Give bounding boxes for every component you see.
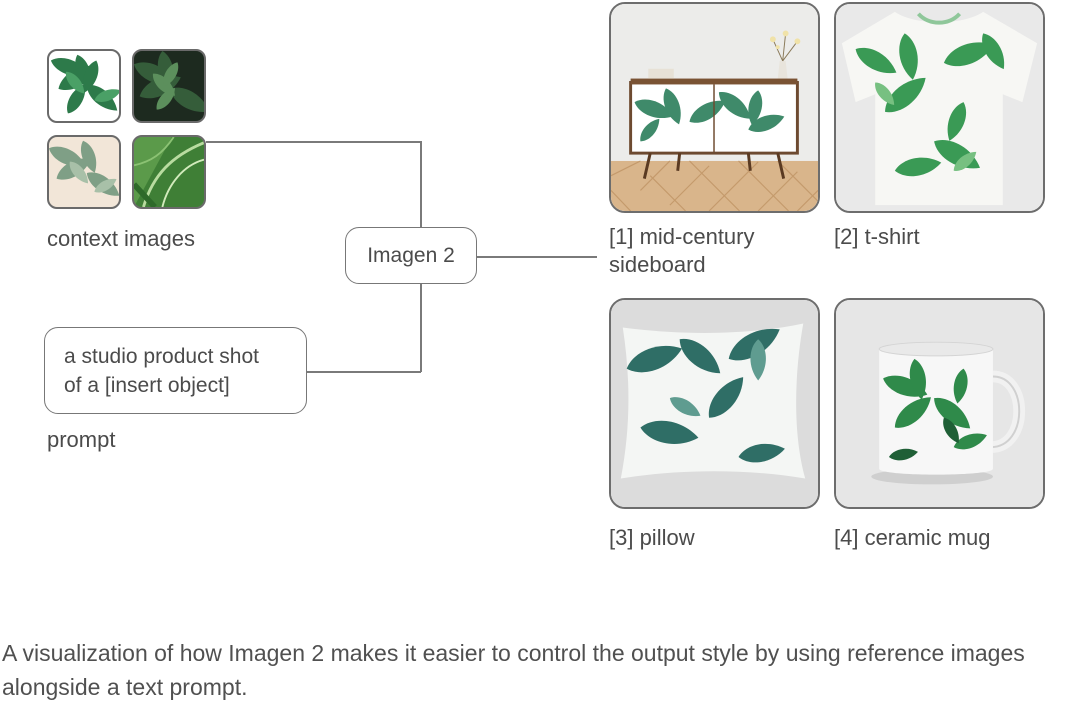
output-label-2: [2] t-shirt bbox=[834, 224, 920, 249]
pillow-photo bbox=[609, 298, 820, 509]
mug-photo bbox=[834, 298, 1045, 509]
connector-output bbox=[477, 256, 597, 258]
prompt-box: a studio product shot of a [insert objec… bbox=[44, 327, 307, 414]
prompt-line-2: of a [insert object] bbox=[64, 374, 230, 397]
output-label-4: [4] ceramic mug bbox=[834, 525, 991, 550]
model-label: Imagen 2 bbox=[367, 243, 455, 267]
prompt-label: prompt bbox=[47, 427, 116, 452]
connector-context-vertical bbox=[420, 141, 422, 227]
tshirt-photo bbox=[834, 2, 1045, 213]
figure-caption: A visualization of how Imagen 2 makes it… bbox=[2, 640, 1025, 700]
connector-context-horizontal bbox=[206, 141, 421, 143]
output-label-3: [3] pillow bbox=[609, 525, 695, 550]
context-image-3 bbox=[47, 135, 121, 209]
sideboard-photo bbox=[609, 2, 820, 213]
connector-prompt-vertical bbox=[420, 284, 422, 372]
connector-prompt-horizontal bbox=[306, 371, 421, 373]
context-image-2 bbox=[132, 49, 206, 123]
context-images-label: context images bbox=[47, 226, 195, 251]
context-image-4 bbox=[132, 135, 206, 209]
prompt-line-1: a studio product shot bbox=[64, 345, 259, 368]
context-image-1 bbox=[47, 49, 121, 123]
output-label-1: [1] mid-century sideboard bbox=[609, 224, 755, 277]
model-box: Imagen 2 bbox=[345, 227, 477, 284]
